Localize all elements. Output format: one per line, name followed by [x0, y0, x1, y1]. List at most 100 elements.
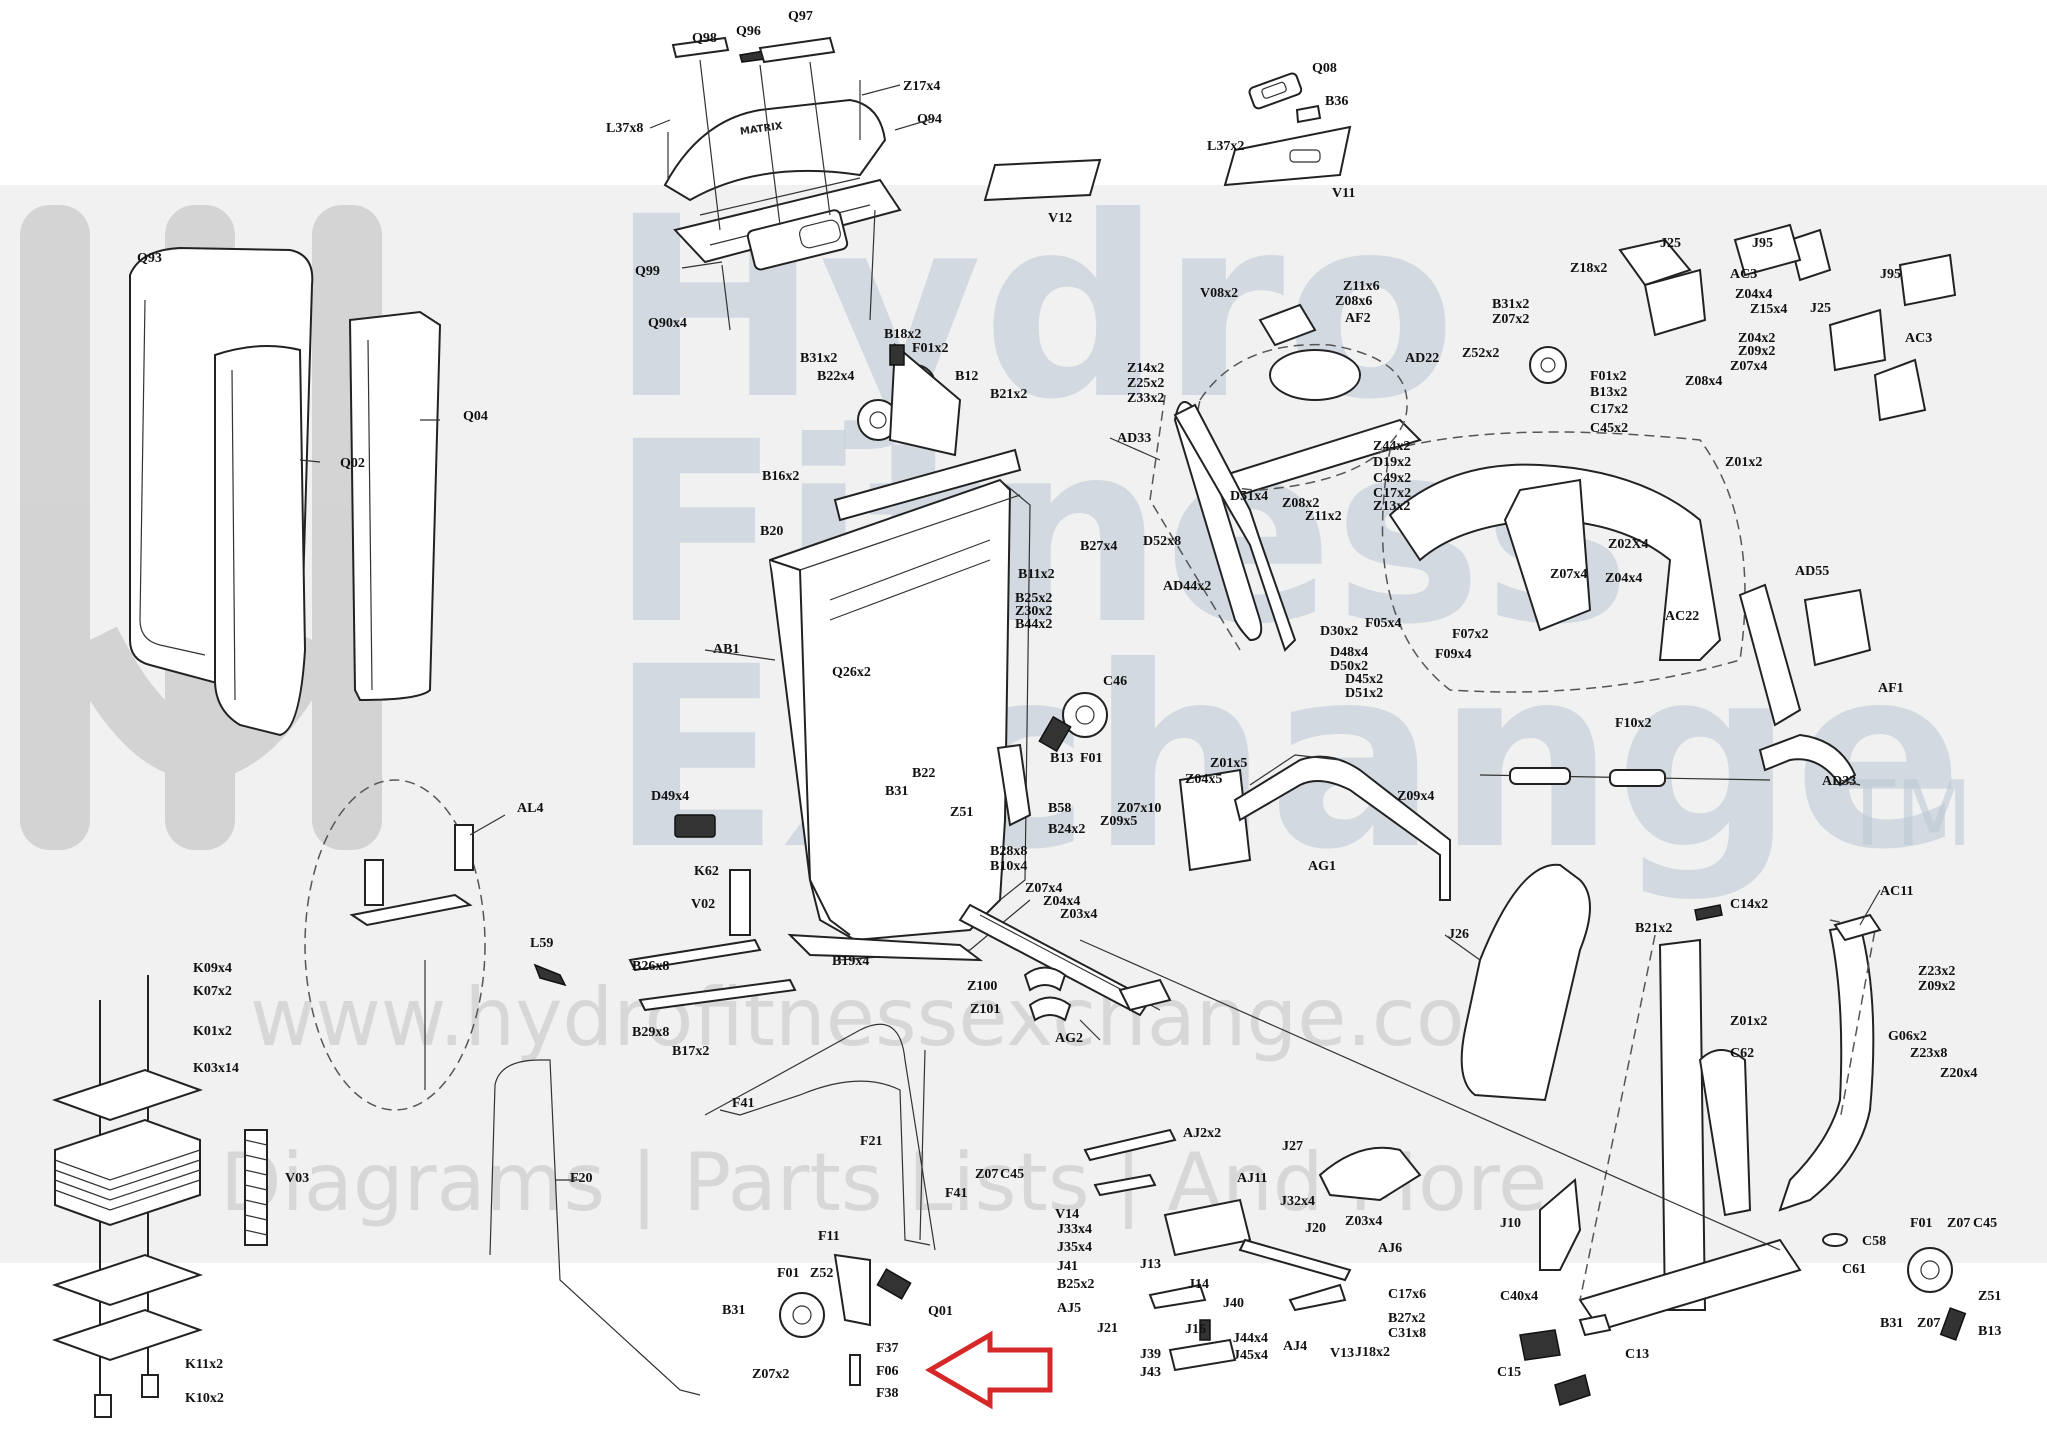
label-B21x2b: B21x2: [1635, 921, 1672, 936]
label-F07x2: F07x2: [1452, 627, 1489, 642]
linkage-aj11: [1083, 1128, 1352, 1372]
tube-ad33-left: [1173, 403, 1297, 652]
bracket-f11: [833, 1253, 871, 1327]
cable-f21: [704, 1023, 936, 1251]
label-Z101: Z101: [970, 1002, 1000, 1017]
label-Z07x4: Z07x4: [1025, 881, 1062, 896]
label-F37: F37: [876, 1341, 899, 1356]
label-Z52x2: Z52x2: [1462, 346, 1499, 361]
part-f06: [849, 1354, 861, 1386]
label-Z07x10: Z07x10: [1117, 801, 1161, 816]
label-AJ6: AJ6: [1378, 1241, 1402, 1256]
label-AD55: AD55: [1795, 564, 1829, 579]
label-C14x2: C14x2: [1730, 897, 1768, 912]
label-L37x2: L37x2: [1207, 139, 1244, 154]
label-AD33a: AD33: [1117, 431, 1151, 446]
label-Z11x2: Z11x2: [1305, 509, 1342, 524]
pad-c14: [1694, 904, 1723, 921]
label-B31x2a: B31x2: [800, 351, 837, 366]
label-Z04x4a: Z04x4: [1043, 894, 1080, 909]
label-Q02: Q02: [340, 456, 365, 471]
label-Q98: Q98: [692, 31, 717, 46]
label-V11: V11: [1332, 186, 1355, 201]
label-Z02X4: Z02X4: [1608, 537, 1648, 552]
seat-frame-ac11: [1578, 913, 1882, 1337]
label-Z04x4c: Z04x4: [1605, 571, 1642, 586]
label-F41b: F41: [945, 1186, 968, 1201]
label-F11: F11: [818, 1229, 840, 1244]
label-AJ2x2: AJ2x2: [1183, 1126, 1221, 1141]
label-Z51a: Z51: [950, 805, 973, 820]
pulley-hub: [792, 1305, 812, 1325]
label-F10x2: F10x2: [1615, 716, 1652, 731]
label-Q01: Q01: [928, 1304, 953, 1319]
label-AC11: AC11: [1880, 884, 1913, 899]
tube-ad33-right: [1758, 733, 1857, 787]
selector-parts: [349, 824, 567, 1090]
label-Z17x4: Z17x4: [903, 79, 940, 94]
label-Z33x2: Z33x2: [1127, 391, 1164, 406]
label-F01x2a: F01x2: [912, 341, 949, 356]
bracket-b58: [996, 743, 1032, 827]
label-Z23x2: Z23x2: [1918, 964, 1955, 979]
label-K62: K62: [694, 864, 719, 879]
label-F06: F06: [876, 1364, 899, 1379]
label-Z04x4b: Z04x4: [1735, 287, 1772, 302]
label-Z07x4b: Z07x4: [1730, 359, 1767, 374]
label-AC3b: AC3: [1905, 331, 1932, 346]
label-Z14x2: Z14x2: [1127, 361, 1164, 376]
label-Z09x2a: Z09x2: [1738, 344, 1775, 359]
label-Z25x2: Z25x2: [1127, 376, 1164, 391]
label-B22: B22: [912, 766, 935, 781]
label-B27x4a: B27x4: [1080, 539, 1117, 554]
label-F01a: F01: [1080, 751, 1103, 766]
label-Z07x4c: Z07x4: [1550, 567, 1587, 582]
label-Z01x5: Z01x5: [1210, 756, 1247, 771]
label-B31c: B31: [1880, 1316, 1903, 1331]
label-C45b: C45: [1973, 1216, 1997, 1231]
label-C17x2a: C17x2: [1373, 486, 1411, 501]
label-Z09x5: Z09x5: [1100, 814, 1137, 829]
label-J16: J16: [1185, 1322, 1206, 1337]
label-Z03x4: Z03x4: [1060, 907, 1097, 922]
label-V12: V12: [1048, 211, 1072, 226]
base-plate-b26: [628, 938, 762, 972]
main-frame-ab1: [768, 448, 1031, 962]
label-Z08x2: Z08x2: [1282, 496, 1319, 511]
label-B21x2a: B21x2: [990, 387, 1027, 402]
label-Q99: Q99: [635, 264, 660, 279]
label-K11x2: K11x2: [185, 1357, 223, 1372]
label-Z07a: Z07: [975, 1167, 998, 1182]
pulley-c46: [1038, 692, 1108, 753]
label-D19x2: D19x2: [1373, 455, 1411, 470]
label-B18x2: B18x2: [884, 327, 921, 342]
label-C46: C46: [1103, 674, 1127, 689]
shroud-q04: [348, 310, 442, 702]
arm-assembly-ad22: [1149, 303, 1422, 651]
label-D45x2: D45x2: [1345, 672, 1383, 687]
part-q01: [876, 1268, 912, 1300]
label-B10x4: B10x4: [990, 859, 1027, 874]
label-C13: C13: [1625, 1347, 1649, 1362]
cable-f20: [489, 1059, 701, 1396]
label-J27: J27: [1282, 1139, 1303, 1154]
label-F01x2b: F01x2: [1590, 369, 1627, 384]
label-V13: V13: [1330, 1346, 1354, 1361]
label-F38: F38: [876, 1386, 899, 1401]
label-G06x2: G06x2: [1888, 1029, 1927, 1044]
label-B13b: B13: [1978, 1324, 2001, 1339]
label-Q93: Q93: [137, 251, 162, 266]
label-J44x4: J44x4: [1233, 1331, 1268, 1346]
label-J95a: J95: [1752, 236, 1773, 251]
label-AJ5: AJ5: [1057, 1301, 1081, 1316]
label-D50x2: D50x2: [1330, 659, 1368, 674]
label-AC22: AC22: [1665, 609, 1699, 624]
label-B24x2: B24x2: [1048, 822, 1085, 837]
label-Z07c: Z07: [1917, 1316, 1940, 1331]
label-B22x4: B22x4: [817, 369, 854, 384]
label-K09x4: K09x4: [193, 961, 232, 976]
bracket-j10: [1539, 1177, 1582, 1271]
console-assembly: MATRIX: [663, 36, 902, 331]
pulley-f01-right: [1907, 1247, 1953, 1293]
